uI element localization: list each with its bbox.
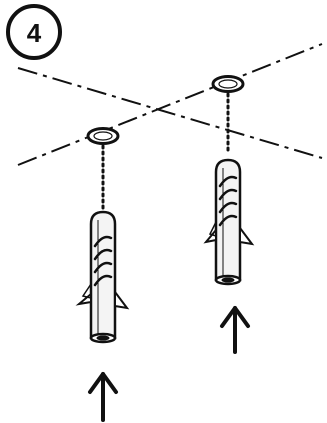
wall-plug-icon	[203, 158, 255, 286]
alignment-line-b	[17, 43, 323, 166]
drill-hole-left	[86, 127, 120, 145]
drill-hole-right	[211, 75, 245, 93]
alignment-lines	[17, 43, 323, 166]
step-number-circle	[6, 4, 62, 60]
insert-arrow-right	[220, 306, 250, 354]
alignment-line-a	[17, 67, 323, 159]
insert-arrow-icon	[88, 372, 118, 422]
wall-plug-left	[75, 210, 130, 344]
guide-lines	[101, 92, 230, 210]
wall-plug-right	[203, 158, 255, 286]
insert-arrow-icon	[220, 306, 250, 354]
step-number-text: 4	[27, 18, 42, 48]
wall-plug-icon	[75, 210, 130, 344]
insert-arrow-left	[88, 372, 118, 422]
step-number-badge: 4	[6, 4, 62, 60]
